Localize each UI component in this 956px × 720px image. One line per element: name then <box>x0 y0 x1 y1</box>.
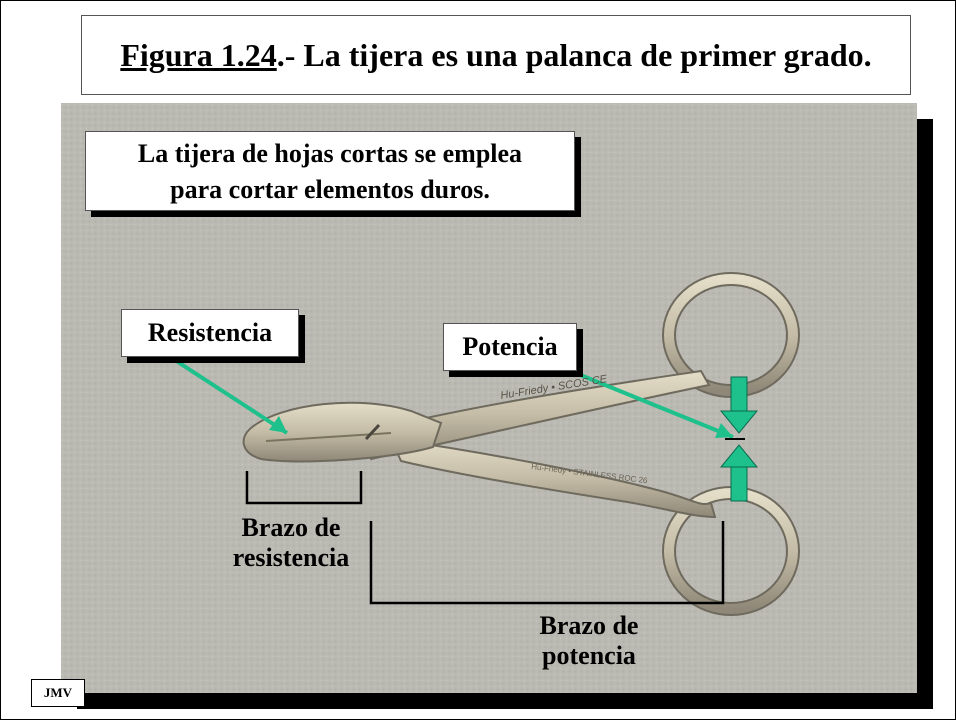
power-arm-bracket <box>369 521 725 605</box>
title-box: Figura 1.24.- La tijera es una palanca d… <box>81 15 911 95</box>
resistance-label: Resistencia <box>121 309 299 357</box>
force-arrow-up <box>719 444 759 502</box>
figure-caption: .- La tijera es una palanca de primer gr… <box>276 36 872 73</box>
figure-title: Figura 1.24.- La tijera es una palanca d… <box>120 37 871 74</box>
power-arm-label: Brazo de potencia <box>499 611 679 671</box>
info-line-2: para cortar elementos duros. <box>170 175 490 204</box>
resistance-arm-bracket <box>245 471 363 505</box>
resistance-arm-label: Brazo de resistencia <box>201 513 381 573</box>
resistance-arm-line-1: Brazo de <box>241 513 341 542</box>
power-pointer-head <box>715 423 733 438</box>
info-box: La tijera de hojas cortas se emplea para… <box>85 131 575 211</box>
info-line-1: La tijera de hojas cortas se emplea <box>137 139 523 168</box>
author-tag: JMV <box>31 679 85 707</box>
lower-arm <box>389 437 717 519</box>
resistance-pointer-head <box>269 416 287 433</box>
power-pointer <box>550 361 734 439</box>
resistance-pointer <box>159 349 289 435</box>
resistance-arm-line-2: resistencia <box>232 543 350 572</box>
figure-ref: Figura 1.24 <box>120 36 277 73</box>
pivot-screw <box>364 423 381 441</box>
power-label: Potencia <box>443 323 577 371</box>
power-arm-line-2: potencia <box>542 641 636 670</box>
scissors-photo: Hu-Friedy • SCOS CE Hu-Friedy • STAINLES… <box>61 103 917 693</box>
power-arm-line-1: Brazo de <box>539 611 639 640</box>
force-arrow-down <box>719 376 759 434</box>
blades <box>242 401 443 463</box>
